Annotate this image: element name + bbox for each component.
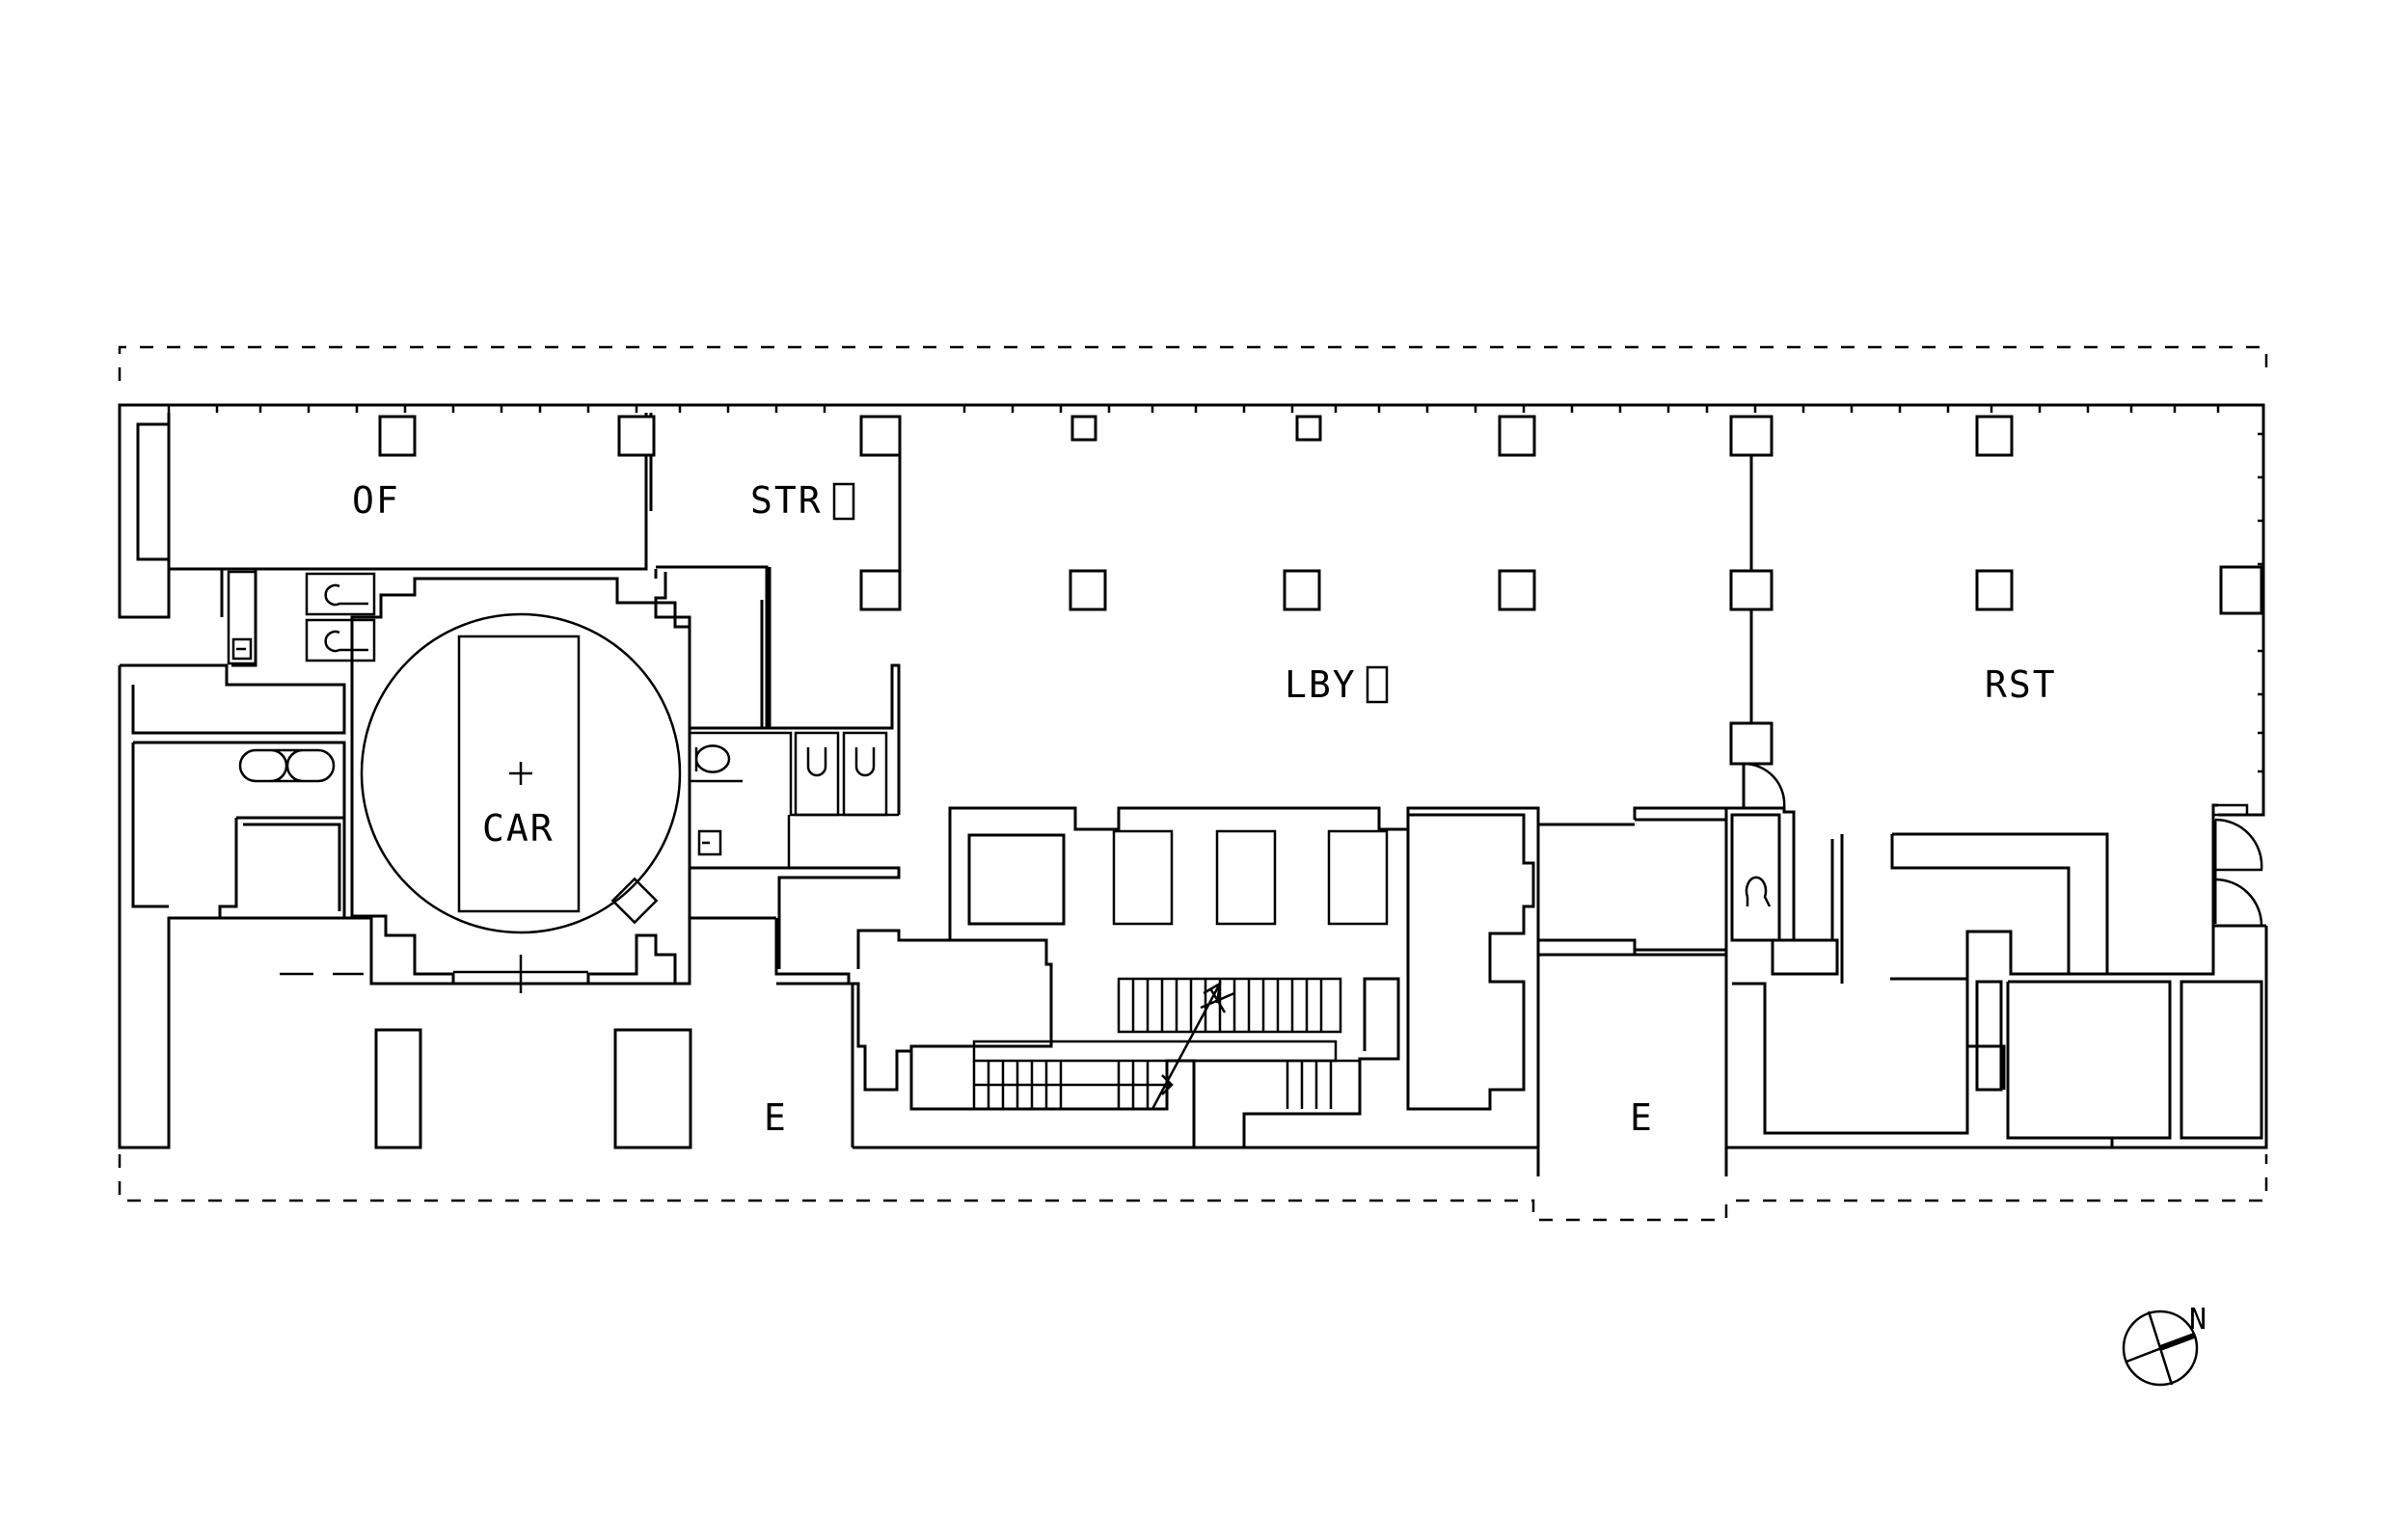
compass-icon xyxy=(2122,1310,2199,1387)
restroom-central xyxy=(688,731,901,969)
room-label-car: CAR xyxy=(482,807,555,850)
north-arrow: N xyxy=(2122,1303,2207,1387)
room-label-office: OF xyxy=(352,479,400,522)
vestibule-east xyxy=(1538,806,1728,1148)
north-label: N xyxy=(2189,1303,2207,1337)
lobby-label-box-icon xyxy=(1366,665,1389,704)
structural-columns xyxy=(374,415,2263,1149)
room-labels: OF STR LBY CAR RST E E xyxy=(352,479,2057,1139)
storage-walls xyxy=(654,453,902,815)
storage-label-box-icon xyxy=(832,482,855,521)
car-core xyxy=(350,577,691,993)
room-label-lobby: LBY xyxy=(1285,663,1357,706)
restaurant-partition xyxy=(1726,455,2266,1148)
restroom-west xyxy=(305,572,376,662)
room-label-entrance-east: E xyxy=(1630,1096,1654,1139)
office-walls xyxy=(118,405,653,976)
site-boundary xyxy=(118,345,2268,1222)
room-label-restaurant: RST xyxy=(1985,663,2057,706)
room-label-entrance-west: E xyxy=(764,1096,788,1139)
room-label-storage: STR xyxy=(750,479,823,522)
stair-core xyxy=(774,806,1540,1148)
